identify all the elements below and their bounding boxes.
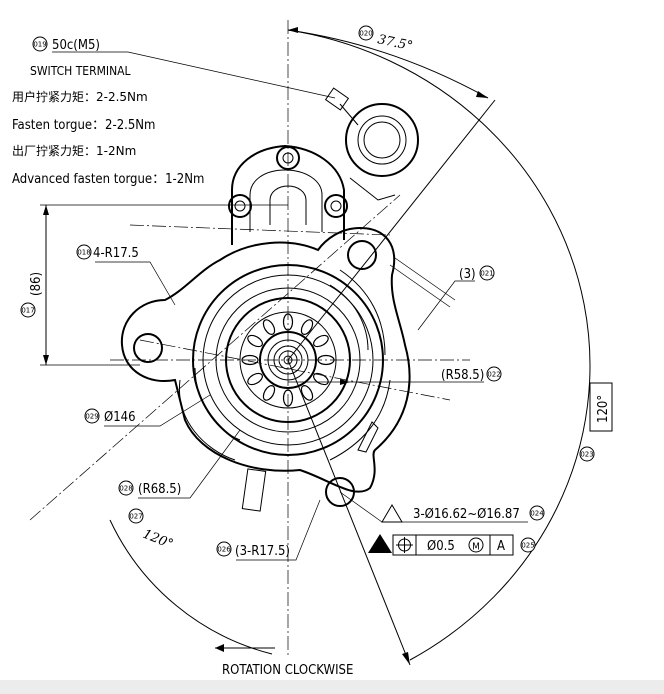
svg-text:020: 020 [359,30,372,38]
dim-r685: (R68.5) [138,482,181,497]
dim-3: (3) [459,267,476,282]
dim-r585: (R58.5) [441,368,484,383]
svg-text:026: 026 [217,546,231,554]
switch-terminal-label: SWITCH TERMINAL [30,64,131,78]
angle-box-right [589,382,613,432]
fasten-torque-note: Fasten torgue：2-2.5Nm [12,118,155,133]
ear-hole-left [133,333,163,363]
gear-tooth [300,319,314,335]
svg-text:021: 021 [480,270,493,278]
factory-torque-note: 出厂拧紧力矩：1-2Nm [12,144,136,158]
user-torque-note: 用户拧紧力矩：2-2.5Nm [12,89,148,104]
ring-146 [192,264,384,456]
pinion-housing [225,297,351,423]
svg-text:017: 017 [21,307,34,315]
centerline-diag-3 [29,194,401,521]
svg-text:029: 029 [85,413,98,421]
tolerance-modifier: M [472,542,480,553]
callout-021: 021 [479,265,495,281]
starter-body [120,87,419,512]
gear-tooth [282,313,294,331]
ray-lower [287,359,411,666]
svg-text:025: 025 [521,542,534,550]
gear-tooth [262,385,276,401]
svg-text:018: 018 [77,249,90,257]
tolerance-value: Ø0.5 [427,539,455,554]
svg-text:028: 028 [119,485,132,493]
bottom-scrollbar-area [0,680,664,694]
svg-text:022: 022 [487,371,500,379]
callout-018: 018 [76,244,92,260]
pinion-bore [259,331,317,389]
dim-d146: Ø146 [104,410,136,425]
datum-triangle-filled [368,534,392,553]
solenoid-stud-left [228,194,252,218]
callout-026: 026 [216,541,232,557]
svg-text:023: 023 [580,451,593,459]
callout-020: 020 [358,25,374,41]
cable-stub [241,468,267,512]
gear-tooth [247,334,263,348]
terminal-nut [324,87,350,111]
callout-024: 024 [529,505,545,521]
svg-text:024: 024 [530,510,544,518]
callout-027: 027 [128,508,144,524]
angle-120-right: 120° [596,395,611,423]
dim-4-r175: 4-R17.5 [93,246,139,261]
angle-375: 37.5° [376,32,414,54]
switch-terminal-body [345,103,419,177]
solenoid-housing [231,144,345,245]
callout-022: 022 [486,366,502,382]
callout-028: 028 [118,480,134,496]
leader-019 [52,51,336,99]
gear-tooth [247,372,263,386]
ray-upper [287,99,496,361]
gear-tooth [313,372,329,386]
tolerance-frame: Ø0.5 M A [392,534,514,556]
rotation-clockwise-label: ROTATION CLOCKWISE [222,663,353,678]
solenoid-stud-right [324,194,348,218]
svg-text:027: 027 [129,513,142,521]
gear-tooth [282,389,294,407]
callout-025: 025 [520,537,536,553]
svg-text:019: 019 [33,41,46,49]
gear-tooth [313,334,329,348]
terminal-spec: 50c(M5) [52,38,100,53]
centerline-diag-2 [129,224,391,236]
tolerance-datum: A [497,539,505,554]
gear-tooth [262,319,276,335]
angle-120-left: 120° [141,527,176,553]
gear-tooth [300,385,314,401]
gear-tooth [317,354,335,366]
centerline-diag-1 [139,339,451,401]
solenoid-stud-top [276,146,300,170]
gear-tooth [241,354,259,366]
callout-017: 017 [20,302,36,318]
pinion-gear-teeth [241,313,335,407]
dim-86-text: (86) [29,272,44,296]
callout-023: 023 [579,446,595,462]
dim-3-r175: (3-R17.5) [235,544,290,559]
dim-holes: 3-Ø16.62~Ø16.87 [413,507,520,522]
arc-120-left [109,519,273,655]
advanced-torque-note: Advanced fasten torgue：1-2Nm [12,172,204,187]
mounting-flange [120,226,411,493]
arc-120-right [287,29,591,661]
ear-hole-bottom [325,477,355,507]
callout-029: 029 [84,408,100,424]
arc-375 [287,29,489,99]
callout-019: 019 [32,36,48,52]
ear-hole-top [347,240,377,270]
datum-triangle-open [381,504,403,523]
